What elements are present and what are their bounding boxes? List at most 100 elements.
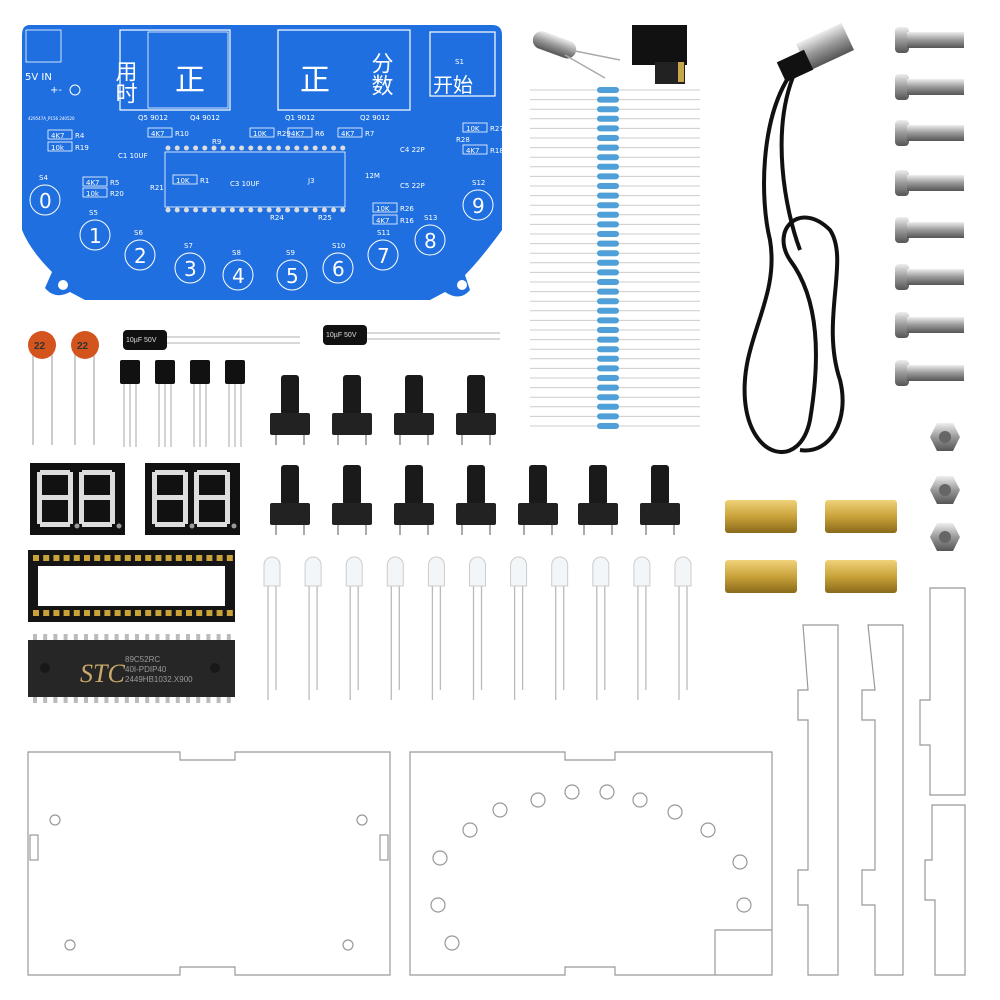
display-segment (225, 472, 230, 498)
resistor (530, 269, 700, 276)
button-plunger (529, 465, 547, 505)
display-segment (197, 470, 227, 475)
display-segment (194, 472, 199, 498)
resistor (530, 413, 700, 420)
pcb-pad (303, 145, 309, 151)
pcb-pad (294, 145, 300, 151)
pcb-digit-label: 4 (232, 264, 245, 288)
resistor-value: 10K (466, 125, 480, 133)
button-base (456, 503, 496, 525)
digit-ring (79, 219, 111, 251)
chip-pin (84, 634, 88, 642)
resistor-value: 10k (86, 190, 100, 198)
chip-pin (84, 695, 88, 703)
led (386, 556, 404, 700)
tactile-button (578, 465, 618, 535)
resistor-body (597, 317, 619, 324)
resistor-outline (337, 127, 363, 138)
nut-hole (939, 531, 951, 543)
mcu-package: 40I-PDIP40 (125, 665, 167, 674)
pcb-pad (331, 145, 337, 151)
pcb-label-start: 开始 (433, 73, 473, 97)
pcb-digit-label: 9 (472, 194, 485, 218)
electrolytic-cap-value: 10µF 50V (326, 332, 357, 339)
resistor-ref: R20 (110, 190, 124, 198)
panel-hole (632, 792, 648, 808)
resistor-body (597, 288, 619, 295)
resistor (530, 384, 700, 391)
resistor-body (597, 96, 619, 103)
socket-pin (94, 555, 101, 561)
chip-pin (206, 695, 211, 703)
resistor-outline (287, 127, 313, 138)
display-segment (110, 472, 115, 498)
digit-ring (276, 259, 308, 291)
resistor (530, 250, 700, 257)
socket-pin (186, 610, 192, 616)
pcb-pad (211, 145, 217, 151)
led (469, 556, 486, 700)
brass-standoff (725, 560, 797, 593)
pcb-c4-label: C4 22P (400, 146, 425, 154)
pcb-digit-label: 1 (89, 224, 102, 248)
chip-pin (155, 695, 160, 703)
button-plunger (651, 465, 669, 505)
brass-standoff-set (725, 500, 897, 593)
socket-pin (63, 555, 70, 561)
ic-socket-40pin (28, 550, 235, 622)
resistor-value: 4K7 (376, 217, 390, 225)
brass-standoff (825, 500, 897, 533)
resistor-ref: R4 (75, 132, 85, 140)
display-segment (40, 470, 70, 475)
chip-pin (196, 695, 201, 703)
screw (895, 312, 964, 338)
electrolytic-capacitor: 10µF 50V (323, 325, 500, 345)
tactile-button (394, 375, 434, 445)
hex-nut (930, 523, 960, 551)
pcb-resistor: 4K7 R16 (372, 214, 414, 225)
socket-pin (84, 610, 90, 616)
screw-thread (907, 269, 964, 285)
led-body (427, 556, 445, 587)
chip-pin (165, 634, 170, 642)
socket-pin (33, 555, 39, 561)
pcb-digit-label: 8 (424, 229, 437, 253)
resistor-body (597, 211, 619, 218)
chip-pin (145, 695, 150, 703)
pcb-polarity: +- (50, 85, 62, 96)
resistor-body (597, 173, 619, 180)
screw (895, 27, 964, 53)
pcb-c5-label: C5 22P (400, 182, 425, 190)
electrolytic-capacitor: 10µF 50V (123, 330, 300, 350)
resistor-outline (147, 127, 173, 138)
screw-head (895, 217, 909, 243)
socket-pin (165, 555, 172, 561)
pcb-pad (331, 207, 337, 213)
pcb-pad (340, 207, 346, 213)
pcb-ref-label: R28 (456, 136, 470, 144)
socket-pin (216, 555, 223, 561)
resistor-outline (372, 214, 398, 225)
resistor-ref: R16 (400, 217, 414, 225)
resistor-ref: R26 (400, 205, 414, 213)
pcb-display-marking: 正 (175, 63, 205, 98)
pcb-switch-ref: S8 (232, 249, 241, 257)
usb-cable (742, 22, 854, 454)
display-segment (79, 498, 84, 524)
resistor-value: 10K (176, 177, 190, 185)
tactile-button (270, 465, 310, 535)
socket-pin (114, 555, 121, 561)
resistor-body (597, 336, 619, 343)
chip-pin (186, 695, 190, 703)
panel-hole (564, 784, 580, 800)
resistor-outline (47, 141, 73, 152)
socket-pin (135, 555, 141, 561)
resistor (530, 394, 700, 401)
pcb-pad (174, 207, 180, 213)
resistor-ref: R1 (200, 177, 209, 185)
pcb-pad (239, 207, 245, 213)
chip-pin (114, 695, 119, 703)
